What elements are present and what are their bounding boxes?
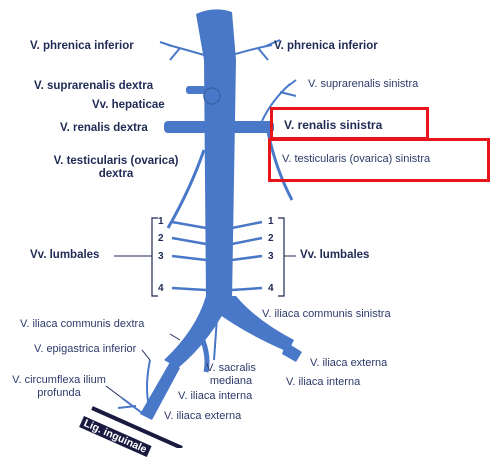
label-testicularis-dextra-line1: V. testicularis (ovarica) (36, 155, 196, 168)
phrenic-vein-left-branch (160, 42, 204, 60)
label-iliaca-externa-center: V. iliaca externa (164, 410, 241, 423)
label-phrenica-inferior-sinistra: V. phrenica inferior (274, 40, 378, 53)
lumbar-number-left-3: 3 (158, 251, 164, 263)
common-iliac-sinistra (216, 296, 294, 352)
label-circumflexa-line2: profunda (4, 387, 114, 400)
label-sacralis-mediana: V. sacralis mediana (196, 362, 266, 387)
label-testicularis-dextra: V. testicularis (ovarica) dextra (36, 155, 196, 181)
label-iliaca-communis-sinistra: V. iliaca communis sinistra (262, 308, 391, 321)
lumbar-number-left-1: 1 (158, 216, 164, 228)
label-sacralis-line1: V. sacralis (196, 362, 266, 375)
suprarenal-vein-dextra (186, 86, 206, 94)
label-iliaca-externa-sinistra: V. iliaca externa (310, 357, 387, 370)
iliac-externa-sinistra (282, 342, 302, 362)
renal-vein-dextra (164, 121, 208, 133)
leader-epigastrica (142, 350, 150, 360)
bracket-right (278, 218, 284, 296)
leader-iliaca-communis-dextra (170, 334, 180, 340)
label-sacralis-line2: mediana (196, 375, 266, 388)
label-circumflexa-line1: V. circumflexa ilium (4, 374, 114, 387)
lumbar-number-right-1: 1 (268, 216, 274, 228)
label-iliaca-communis-dextra: V. iliaca communis dextra (20, 318, 144, 331)
lumbar-number-right-4: 4 (268, 283, 274, 295)
label-phrenica-inferior-dextra: V. phrenica inferior (30, 40, 134, 53)
lumbar-veins-right (232, 222, 262, 290)
phrenic-vein-right-branch (232, 40, 280, 60)
label-epigastrica-inferior: V. epigastrica inferior (34, 343, 136, 356)
highlight-box-testicularis-sinistra (268, 138, 490, 182)
label-suprarenalis-dextra: V. suprarenalis dextra (34, 80, 153, 93)
renal-vein-sinistra (230, 121, 274, 133)
label-hepaticae: Vv. hepaticae (92, 99, 165, 112)
highlight-box-renalis-sinistra (270, 107, 429, 140)
label-iliaca-interna-sinistra: V. iliaca interna (286, 376, 360, 389)
lumbar-number-right-3: 3 (268, 251, 274, 263)
label-renalis-dextra: V. renalis dextra (60, 122, 148, 135)
label-suprarenalis-sinistra: V. suprarenalis sinistra (308, 78, 418, 91)
label-lumbales-right: Vv. lumbales (300, 249, 369, 262)
lumbar-number-right-2: 2 (268, 233, 274, 245)
label-testicularis-dextra-line2: dextra (36, 168, 196, 181)
lumbar-veins-left (172, 222, 206, 290)
label-lumbales-left: Vv. lumbales (30, 249, 99, 262)
circumflexa-vein (118, 398, 146, 416)
label-iliaca-interna-center: V. iliaca interna (178, 390, 252, 403)
lumbar-number-left-4: 4 (158, 283, 164, 295)
label-circumflexa: V. circumflexa ilium profunda (4, 374, 114, 399)
lumbar-number-left-2: 2 (158, 233, 164, 245)
